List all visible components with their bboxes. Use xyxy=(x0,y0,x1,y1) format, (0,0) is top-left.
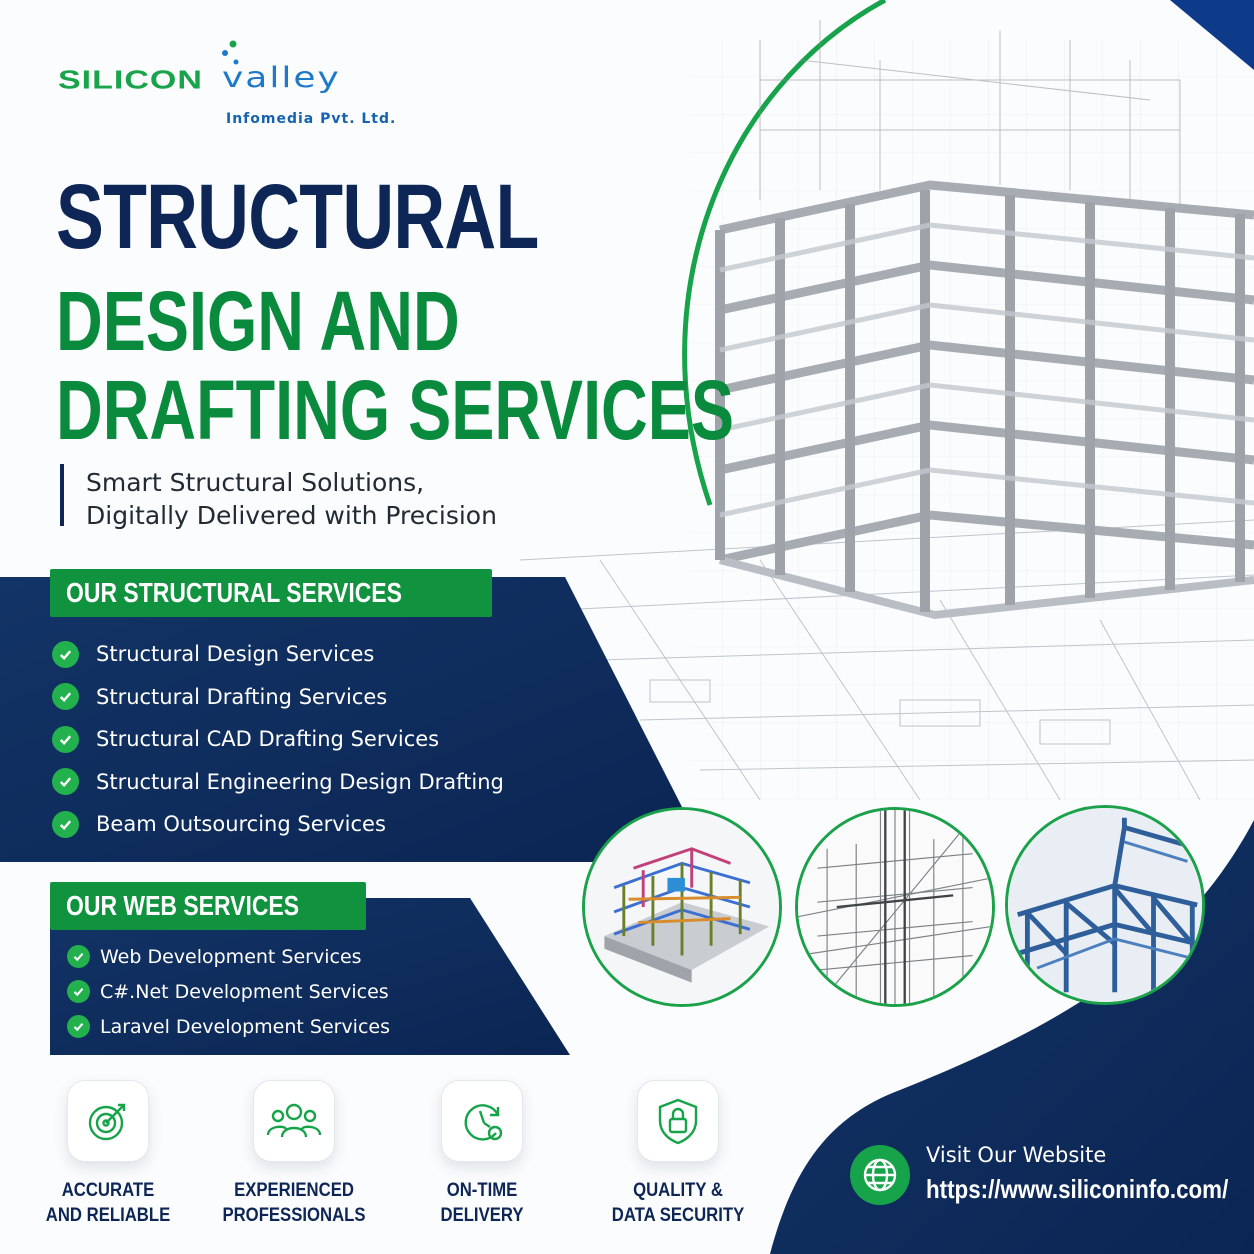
team-icon xyxy=(253,1080,335,1162)
list-item: Laravel Development Services xyxy=(67,1009,390,1044)
check-icon xyxy=(52,725,79,753)
headline-line-3: DRAFTING SERVICES xyxy=(56,363,735,457)
photo-sketch-drawing xyxy=(795,807,995,1007)
feature-label: QUALITY & DATA SECURITY xyxy=(611,1180,745,1226)
check-icon xyxy=(67,1015,90,1038)
list-item: Structural Design Services xyxy=(52,633,504,676)
structural-services-heading: OUR STRUCTURAL SERVICES xyxy=(50,569,492,617)
list-item: C#.Net Development Services xyxy=(67,974,390,1009)
list-item: Structural Engineering Design Drafting xyxy=(52,761,504,804)
check-icon xyxy=(52,640,79,668)
web-services-list: Web Development Services C#.Net Developm… xyxy=(67,939,390,1044)
check-icon xyxy=(52,810,79,838)
tagline-line-1: Smart Structural Solutions, xyxy=(86,468,425,497)
list-item: Beam Outsourcing Services xyxy=(52,803,504,846)
feature-on-time: ON-TIME DELIVERY xyxy=(392,1080,572,1228)
building-frame xyxy=(715,20,1254,620)
feature-label: EXPERIENCED PROFESSIONALS xyxy=(222,1180,366,1226)
check-icon xyxy=(52,768,79,796)
list-item: Structural Drafting Services xyxy=(52,676,504,719)
feature-label: ON-TIME DELIVERY xyxy=(440,1180,524,1226)
photo-steel-frame xyxy=(1005,805,1205,1005)
logo-subtitle: Infomedia Pvt. Ltd. xyxy=(226,111,397,127)
feature-experienced: EXPERIENCED PROFESSIONALS xyxy=(204,1080,384,1228)
check-icon xyxy=(67,980,90,1003)
logo-dots-icon xyxy=(222,40,239,65)
feature-quality-security: QUALITY & DATA SECURITY xyxy=(588,1080,768,1228)
list-item: Structural CAD Drafting Services xyxy=(52,718,504,761)
shield-lock-icon xyxy=(637,1080,719,1162)
headline-line-2: DESIGN AND xyxy=(56,274,460,368)
clock-icon xyxy=(441,1080,523,1162)
feature-label: ACCURATE AND RELIABLE xyxy=(45,1180,171,1226)
check-icon xyxy=(52,683,79,711)
feature-accurate: ACCURATE AND RELIABLE xyxy=(18,1080,198,1228)
tagline: Smart Structural Solutions, Digitally De… xyxy=(86,466,497,532)
headline-line-1: STRUCTURAL xyxy=(56,166,539,268)
structural-services-list: Structural Design Services Structural Dr… xyxy=(52,633,504,846)
photo-3d-model xyxy=(582,807,782,1007)
logo-wordmark-valley: valley xyxy=(222,62,341,94)
tagline-line-2: Digitally Delivered with Precision xyxy=(86,501,497,530)
web-services-heading: OUR WEB SERVICES xyxy=(50,882,367,930)
check-icon xyxy=(67,945,90,968)
website-label: Visit Our Website xyxy=(926,1143,1107,1167)
list-item: Web Development Services xyxy=(67,939,390,974)
tagline-accent-bar xyxy=(60,464,64,526)
target-icon xyxy=(67,1080,149,1162)
logo-wordmark-silicon: SILICON xyxy=(58,66,203,95)
website-link[interactable]: https://www.siliconinfo.com/ xyxy=(926,1174,1229,1204)
globe-icon[interactable] xyxy=(850,1145,910,1205)
